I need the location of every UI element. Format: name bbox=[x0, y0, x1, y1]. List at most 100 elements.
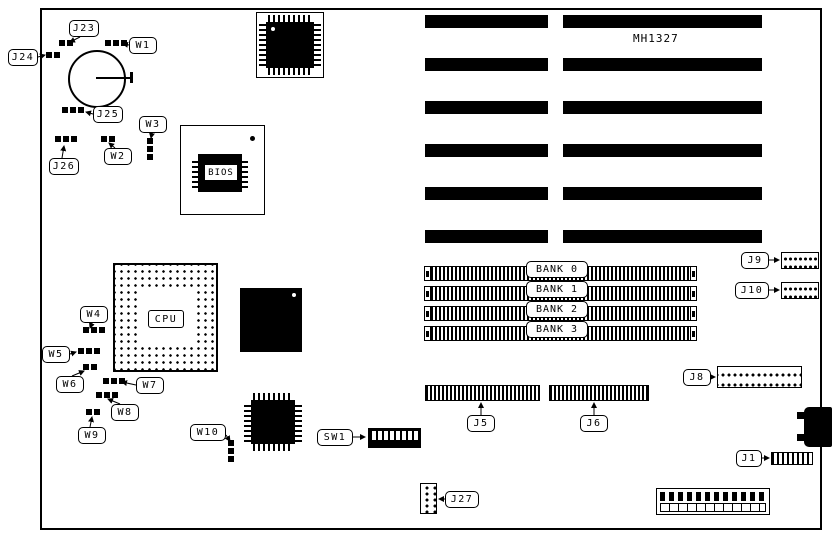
isa-slot bbox=[563, 58, 762, 71]
j1-connector bbox=[771, 452, 813, 465]
pin1-marker bbox=[271, 27, 275, 31]
qfp-pins-right bbox=[314, 24, 321, 66]
callout-w3: W3 bbox=[139, 116, 167, 133]
callout-w4: W4 bbox=[80, 306, 108, 323]
simm-clip-left bbox=[424, 306, 431, 321]
qfp-pins-bottom bbox=[268, 68, 312, 75]
callout-j25: J25 bbox=[93, 106, 123, 123]
callout-j1: J1 bbox=[736, 450, 762, 467]
isa-slot bbox=[425, 230, 548, 243]
isa-slot bbox=[425, 15, 548, 28]
chipset-chip bbox=[240, 288, 302, 352]
jumper-w4 bbox=[83, 327, 105, 333]
isa-slot bbox=[425, 101, 548, 114]
isa-slot bbox=[563, 15, 762, 28]
j9-header bbox=[781, 252, 819, 269]
bank2-label: BANK 2 bbox=[526, 301, 588, 318]
callout-w1: W1 bbox=[129, 37, 157, 54]
qfp-pins-bottom bbox=[253, 444, 293, 451]
cpu-label: CPU bbox=[148, 310, 184, 328]
callout-w9: W9 bbox=[78, 427, 106, 444]
isa-slot bbox=[425, 144, 548, 157]
isa-slot bbox=[563, 101, 762, 114]
callout-w7: W7 bbox=[136, 377, 164, 394]
power-connector bbox=[656, 488, 770, 515]
simm-clip-left bbox=[424, 266, 431, 281]
callout-j8: J8 bbox=[683, 369, 711, 386]
power-pins bbox=[660, 492, 766, 501]
simm-clip-right bbox=[690, 326, 697, 341]
jumper-j25 bbox=[62, 107, 84, 113]
isa-slot bbox=[563, 144, 762, 157]
bios-pins-right bbox=[241, 158, 248, 188]
j27-header bbox=[420, 483, 437, 514]
pin1-marker bbox=[250, 136, 255, 141]
callout-j24: J24 bbox=[8, 49, 38, 66]
jumper-w2 bbox=[101, 136, 115, 142]
callout-j5: J5 bbox=[467, 415, 495, 432]
qfp-pins-top bbox=[253, 393, 293, 400]
j5-connector bbox=[425, 385, 540, 401]
callout-j27: J27 bbox=[445, 491, 479, 508]
callout-j10: J10 bbox=[735, 282, 769, 299]
jumper-w3 bbox=[147, 138, 153, 160]
dip-position bbox=[414, 431, 418, 440]
simm-clip-right bbox=[690, 286, 697, 301]
isa-slot bbox=[563, 230, 762, 243]
dip-position bbox=[384, 431, 388, 440]
io-controller-chip bbox=[251, 400, 295, 444]
callout-w5: W5 bbox=[42, 346, 70, 363]
qfp-pins-left bbox=[244, 402, 251, 442]
jumper-w5 bbox=[78, 348, 100, 354]
bios-pins-left bbox=[192, 158, 199, 188]
qfp-pins-right bbox=[295, 402, 302, 442]
jumper-w9 bbox=[86, 409, 100, 415]
board-model-text: MH1327 bbox=[633, 32, 679, 45]
dip-position bbox=[390, 431, 394, 440]
bios-label: BIOS bbox=[204, 164, 238, 181]
callout-j9: J9 bbox=[741, 252, 769, 269]
isa-slot bbox=[425, 58, 548, 71]
jumper-w7 bbox=[103, 378, 125, 384]
battery bbox=[68, 50, 126, 108]
power-contacts bbox=[660, 503, 766, 512]
battery-tab-end bbox=[130, 72, 133, 83]
jumper-j23 bbox=[59, 40, 73, 46]
dip-position bbox=[378, 431, 382, 440]
j10-header bbox=[781, 282, 819, 299]
jumper-w8 bbox=[96, 392, 118, 398]
jumper-w1 bbox=[105, 40, 127, 46]
bank1-label: BANK 1 bbox=[526, 281, 588, 298]
callout-w8: W8 bbox=[111, 404, 139, 421]
sw1-dip-switch bbox=[368, 428, 421, 448]
bank0-label: BANK 0 bbox=[526, 261, 588, 278]
simm-clip-right bbox=[690, 266, 697, 281]
simm-clip-right bbox=[690, 306, 697, 321]
callout-j6: J6 bbox=[580, 415, 608, 432]
jumper-w6 bbox=[83, 364, 97, 370]
dip-position bbox=[408, 431, 412, 440]
j8-header bbox=[717, 366, 802, 388]
callout-sw1: SW1 bbox=[317, 429, 353, 446]
callout-w6: W6 bbox=[56, 376, 84, 393]
jumper-j26 bbox=[55, 136, 77, 142]
callout-j23: J23 bbox=[69, 20, 99, 37]
dip-position bbox=[372, 431, 376, 440]
keyboard-connector bbox=[804, 407, 832, 447]
dip-position bbox=[402, 431, 406, 440]
jumper-j24 bbox=[46, 52, 60, 58]
isa-slot bbox=[563, 187, 762, 200]
qfp-pins-top bbox=[268, 15, 312, 22]
bank3-label: BANK 3 bbox=[526, 321, 588, 338]
battery-tab bbox=[96, 77, 132, 79]
pin1-marker bbox=[292, 293, 296, 297]
callout-w2: W2 bbox=[104, 148, 132, 165]
callout-j26: J26 bbox=[49, 158, 79, 175]
callout-w10: W10 bbox=[190, 424, 226, 441]
qfp-pins-left bbox=[259, 24, 266, 66]
keyboard-connector-tab bbox=[797, 434, 806, 441]
keyboard-connector-tab bbox=[797, 412, 806, 419]
dip-position bbox=[396, 431, 400, 440]
jumper-w10 bbox=[228, 440, 234, 462]
